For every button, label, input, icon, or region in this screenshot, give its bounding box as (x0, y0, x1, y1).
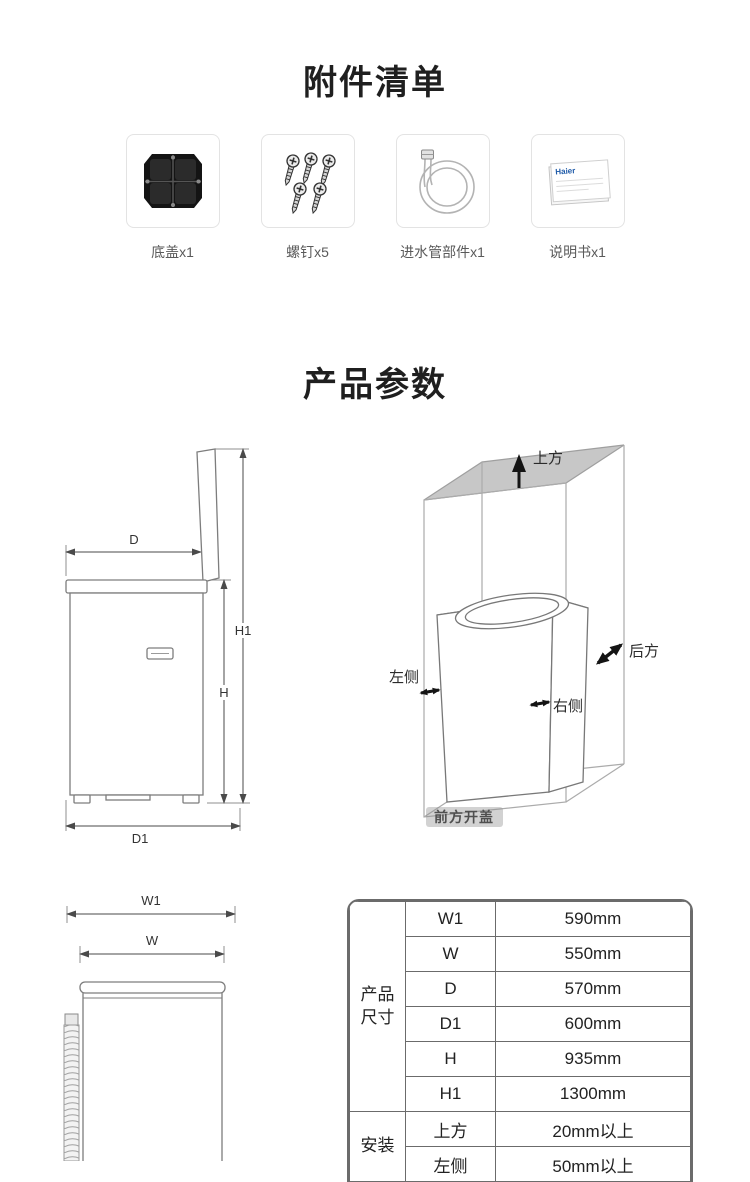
accessories-title: 附件清单 (303, 64, 447, 102)
dim-label-w: W (146, 933, 159, 948)
accessory-label: 进水管部件x1 (400, 244, 485, 260)
spec-group-label: 产品尺寸 (349, 901, 406, 1112)
spec-param: D1 (405, 1006, 496, 1042)
dim-label-d: D (129, 532, 138, 547)
dim-label-w1: W1 (141, 893, 161, 908)
spec-param: H1 (405, 1076, 496, 1112)
spec-row: W 550mm (350, 936, 691, 972)
manual-brand-logo: Haier (555, 166, 576, 176)
spec-param: H (405, 1041, 496, 1077)
accessory-card-manual: Haier 说明书x1 (530, 134, 625, 262)
accessory-image-frame: Haier (530, 134, 625, 228)
spec-value: 935mm (495, 1041, 691, 1077)
dimension-diagrams: D H1 H D1 上方 后方 左侧 右侧 前方开盖 (65, 444, 659, 846)
accessory-label: 说明书x1 (549, 244, 606, 260)
left-clearance-arrow-icon (419, 687, 441, 696)
right-clearance-arrow-icon (529, 699, 551, 708)
spec-param: W (405, 936, 496, 972)
spec-table: 产品尺寸 W1 590mm W 550mm D 570mm D1 600mm H… (347, 899, 693, 1182)
spec-param: 左侧 (405, 1146, 496, 1182)
clearance-label-front: 前方开盖 (434, 809, 494, 825)
spec-param: D (405, 971, 496, 1007)
spec-group-label: 安装 (349, 1111, 406, 1182)
spec-value: 50mm以上 (495, 1146, 691, 1182)
dim-label-d1: D1 (132, 831, 149, 846)
accessory-image-frame (125, 134, 220, 228)
rear-clearance-arrow-icon (595, 643, 624, 665)
open-lid (196, 448, 220, 583)
accessory-image-frame (260, 134, 355, 228)
screws-icon (279, 150, 337, 216)
bottom-cover-icon (143, 154, 202, 208)
spec-value: 570mm (495, 971, 691, 1007)
clearance-label-left: 左侧 (389, 669, 419, 686)
spec-row: 安装 上方 20mm以上 (349, 1111, 691, 1182)
accessory-card-screws: 螺钉x5 (260, 134, 355, 262)
drain-hose-connector (64, 1013, 79, 1026)
accessory-label: 螺钉x5 (286, 244, 329, 260)
inlet-hose-icon (418, 149, 475, 214)
dim-label-h: H (219, 685, 228, 700)
spec-row: H1 1300mm (350, 1076, 691, 1112)
dim-label-h1: H1 (235, 623, 252, 638)
accessory-card-inlet-hose: 进水管部件x1 (395, 134, 490, 262)
spec-row: D1 600mm (350, 1006, 691, 1042)
clearance-label-rear: 后方 (629, 643, 659, 660)
manual-icon: Haier (547, 159, 611, 206)
product-parameters-title: 产品参数 (303, 366, 447, 404)
accessory-card-bottom-cover: 底盖x1 (125, 134, 220, 262)
washing-machine-3d (436, 592, 589, 803)
spec-row: 产品尺寸 W1 590mm (349, 901, 691, 1112)
front-view-diagram: W1 W (63, 893, 236, 1161)
accessory-image-frame (395, 134, 490, 228)
accessories-row: 底盖x1 (0, 134, 750, 262)
spec-value: 20mm以上 (495, 1111, 691, 1147)
spec-value: 550mm (495, 936, 691, 972)
accessory-label: 底盖x1 (151, 244, 194, 260)
spec-param: W1 (405, 901, 496, 937)
clearance-label-right: 右侧 (553, 698, 583, 715)
spec-value: 1300mm (495, 1076, 691, 1112)
spec-param: 上方 (405, 1111, 496, 1147)
clearance-label-top: 上方 (533, 450, 563, 467)
spec-value: 600mm (495, 1006, 691, 1042)
spec-value: 590mm (495, 901, 691, 937)
drain-hose (63, 1024, 80, 1161)
